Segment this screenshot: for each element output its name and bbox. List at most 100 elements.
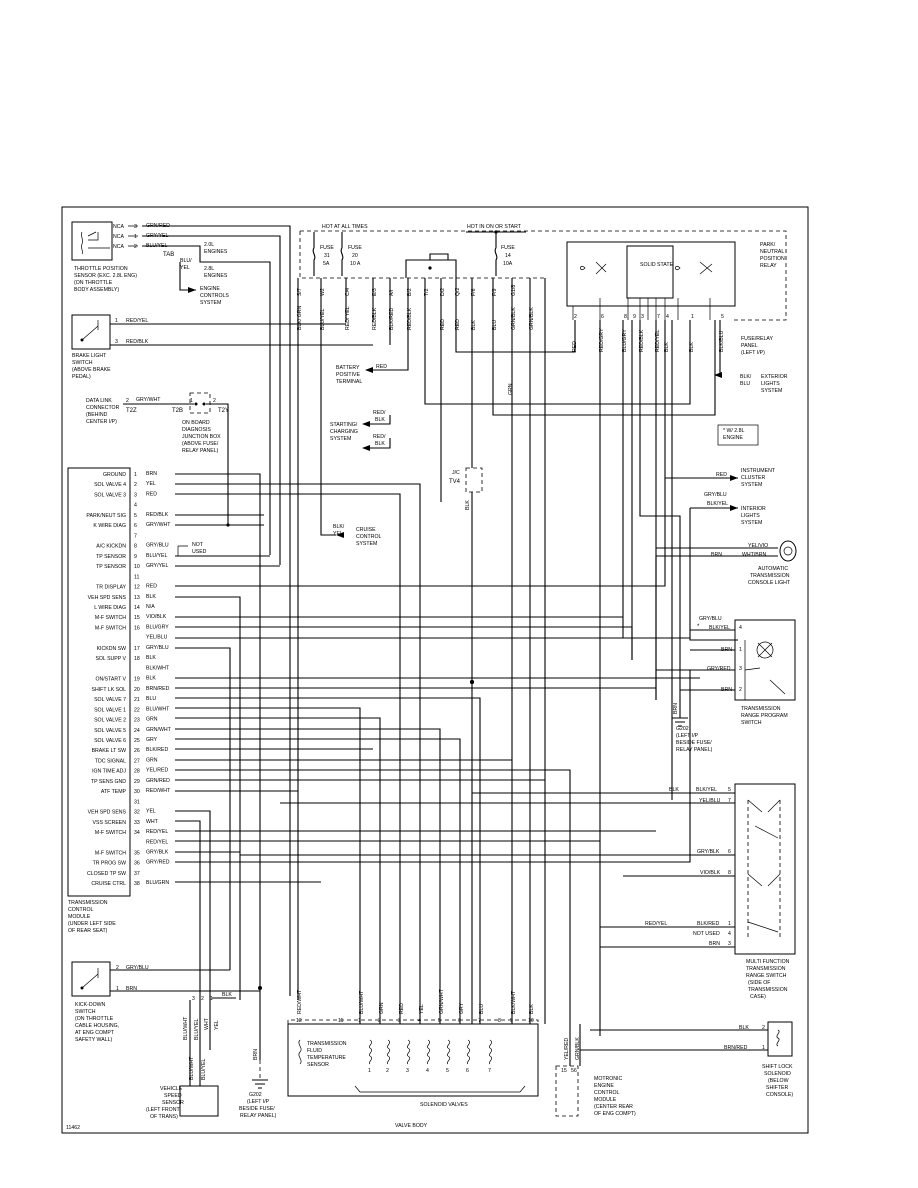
tcm-pin-wire-24: GRN xyxy=(146,717,158,723)
shift-lock-wire-brn-red: BRN/RED xyxy=(724,1045,748,1051)
console-wire-2: WHT/BRN xyxy=(742,552,766,558)
dlc-pin: 2 xyxy=(126,398,129,404)
tcm-pin-num-39: 37 xyxy=(134,871,140,877)
tcm-pin-num-31: 30 xyxy=(134,789,140,795)
solenoid-coil-5 xyxy=(446,1039,451,1065)
tcm-pin-wire-7: GRY/BLU xyxy=(146,543,169,549)
panel-pin-11: G1/8 xyxy=(511,285,517,296)
dlc-wire: GRY/WHT xyxy=(136,397,161,403)
fuse-14-number: 14 xyxy=(505,253,511,259)
trp-pin-1: 1 xyxy=(739,647,742,653)
tcm-pin-wire-4: RED/BLK xyxy=(146,512,169,518)
figure-id: 11462 xyxy=(66,1125,80,1131)
tcm-pin-name-11: TR DISPLAY xyxy=(96,585,126,591)
tcm-pin-name-9: TP SENSOR xyxy=(96,564,126,570)
tcm-pin-num-21: 20 xyxy=(134,687,140,693)
relay-pin-8: 5 xyxy=(721,314,724,320)
brake-wire-2: RED/BLK xyxy=(126,339,149,345)
console-wire-1: YEL/VIO xyxy=(748,543,768,549)
tcm-pin-name-14: M-F SWITCH xyxy=(95,615,126,621)
tcm-pin-wire-5: GRY/WHT xyxy=(146,522,171,528)
exterior-wire: BLK/BLU xyxy=(740,374,752,387)
tcm-pin-num-33: 32 xyxy=(134,810,140,816)
vb-pin-11: 10 xyxy=(528,1018,534,1024)
mfrs-wire-vio-blk: VIO/BLK xyxy=(700,870,721,876)
tcm-pin-wire-40: BLU/GRN xyxy=(146,880,169,886)
panel-wire-3: RED/BLK xyxy=(372,307,378,330)
tcm-pin-num-38: 36 xyxy=(134,861,140,867)
tcm-pin-name-24: SOL VALVE 2 xyxy=(94,718,126,724)
tcm-pin-num-23: 22 xyxy=(134,707,140,713)
tcm-pin-name-29: IGN TIME ADJ xyxy=(92,769,126,775)
tps-pin-0: 3 xyxy=(134,224,137,230)
vb-wire-8: BLK/WHT xyxy=(511,990,517,1014)
dlc-pin-c: 2 xyxy=(213,398,216,404)
tcm-pin-name-13: L WIRE DIAG xyxy=(94,605,126,611)
relay-pin-2: 8 xyxy=(624,314,627,320)
mfrs-pin-4: 4 xyxy=(728,931,731,937)
tcm-pin-name-25: SOL VALVE 5 xyxy=(94,728,126,734)
tcm-pin-name-5: K WIRE DIAG xyxy=(93,523,126,529)
tcm-pin-num-26: 25 xyxy=(134,738,140,744)
motronic-wire-2: GRN/BLK xyxy=(575,1037,581,1060)
console-wire-3: BRN xyxy=(711,552,722,558)
tcm-pin-num-15: 16 xyxy=(134,625,140,631)
vb-pin-10: 9 xyxy=(510,1018,513,1024)
tcm-pin-num-10: 11 xyxy=(134,574,139,580)
tcm-pin-wire-14: VIO/BLK xyxy=(146,614,167,620)
interior-wire-1: GRY/BLU xyxy=(704,492,727,498)
kickdown-wire-1: GRY/BLU xyxy=(126,965,149,971)
tcm-pin-name-27: BRAKE LT SW xyxy=(92,748,127,754)
starting-wire-2: RED/BLK xyxy=(373,434,386,447)
kickdown-wire-2: BRN xyxy=(126,986,137,992)
tcm-pin-wire-33: YEL xyxy=(146,809,156,815)
panel-pin-6: T/2 xyxy=(424,288,430,296)
panel-wire-6: RED xyxy=(440,319,446,330)
tcm-pin-num-32: 31 xyxy=(134,799,140,805)
vb-pin-7: 6 xyxy=(458,1018,461,1024)
tcm-pin-num-4: 5 xyxy=(134,513,137,519)
vb-wire-0: RED/WHT xyxy=(297,989,303,1014)
panel-pin-10: F/9 xyxy=(492,288,498,296)
tcm-pin-name-35: M-F SWITCH xyxy=(95,830,126,836)
panel-pin-4: A/I xyxy=(389,290,395,296)
panel-wire-11: GRN/BLK xyxy=(529,307,535,330)
jc-label: J/C xyxy=(452,470,460,476)
tcm-pin-wire-35: RED/YEL xyxy=(146,829,168,835)
vb-pin-1: 11 xyxy=(338,1018,343,1024)
trp-wire-blk-yel: BLK/YEL xyxy=(709,625,730,631)
tcm-pin-wire-12: BLK xyxy=(146,594,156,600)
starting-wire-1: RED/BLK xyxy=(373,410,386,423)
tcm-pin-name-4: PARK/NEUT SIG xyxy=(86,513,126,519)
tcm-pin-name-1: SOL VALVE 4 xyxy=(94,482,126,488)
vehicle-speed-sensor: BLU/WHT BLU/YEL BLU/WHT BLU/YEL WHT YEL … xyxy=(146,996,220,1120)
junction-connector: J/C TV4 BLK GRN xyxy=(449,383,514,1024)
panel-wire-7: RED xyxy=(455,319,461,330)
vss-wire-2: BLU/YEL xyxy=(194,1019,200,1040)
tcm-pin-name-2: SOL VALVE 3 xyxy=(94,492,126,498)
tcm-pin-num-17: 17 xyxy=(134,646,140,652)
vb-pin-0: 12 xyxy=(296,1018,302,1024)
mfrs-not-used: NOT USED xyxy=(693,931,720,937)
tcm-pin-name-17: KICKDN SW xyxy=(97,646,127,652)
tcm-pin-name-8: TP SENSOR xyxy=(96,554,126,560)
tcm-pin-num-20: 19 xyxy=(134,677,140,683)
tcm-pin-wire-15: BLU/GRY xyxy=(146,624,169,630)
tcm-pin-num-29: 28 xyxy=(134,769,140,775)
vb-wire-2: GRN xyxy=(379,1002,385,1014)
motronic-pin-15: 15 xyxy=(561,1068,567,1074)
tcm-pin-num-25: 24 xyxy=(134,728,140,734)
